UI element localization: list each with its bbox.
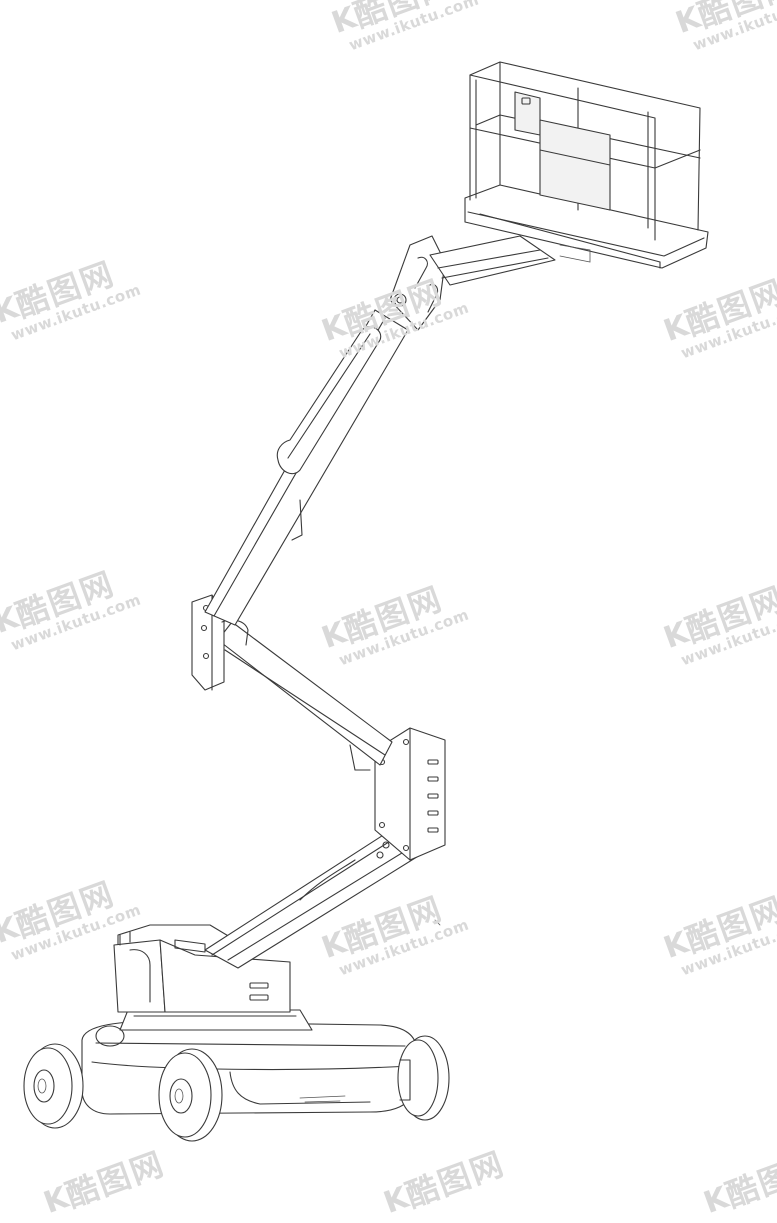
platform-basket xyxy=(464,61,709,269)
elbow-joint-lower xyxy=(374,727,446,861)
jib-rotator xyxy=(389,235,556,331)
wheel-front-right xyxy=(158,1048,223,1142)
boom-lift-drawing xyxy=(23,61,709,1142)
wheel-rear-left xyxy=(95,1025,125,1047)
turntable-housing xyxy=(113,924,291,1013)
chassis xyxy=(81,1009,417,1115)
detail-lines xyxy=(434,244,591,926)
middle-boom xyxy=(217,621,393,771)
lower-boom xyxy=(204,831,421,969)
wheel-front-left xyxy=(23,1043,84,1129)
wheel-rear-right xyxy=(397,1035,450,1121)
upper-boom xyxy=(204,309,409,626)
